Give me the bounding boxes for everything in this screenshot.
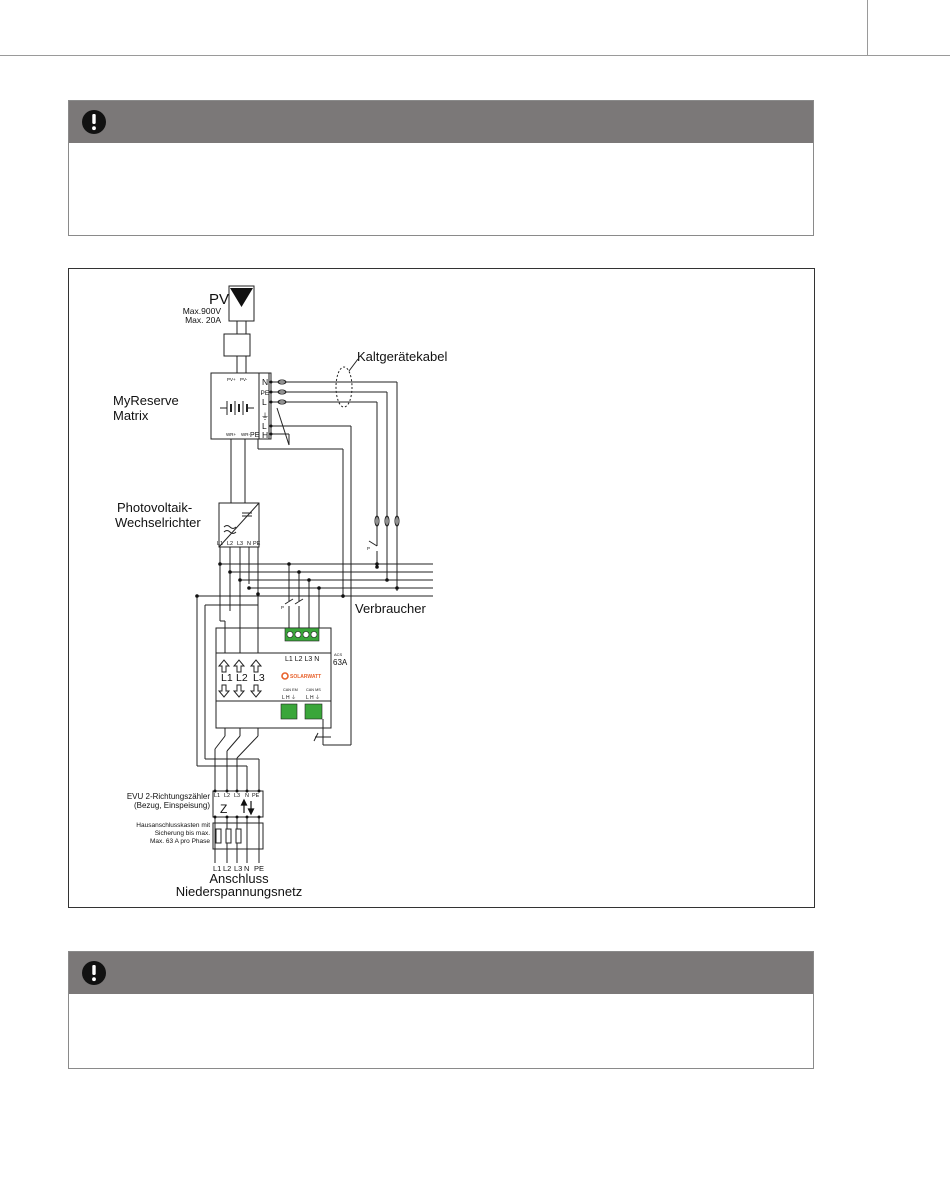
header-rule (0, 55, 950, 56)
pin-pv-minus: PV- (240, 377, 248, 382)
notice-box-top (68, 100, 814, 236)
wiring-diagram-frame: PV Max.900V Max. 20A MyReserve Matrix PV… (68, 268, 815, 908)
pin-wr-minus: WR- (241, 432, 250, 437)
can-em-pins: L H ⏚ (282, 694, 296, 701)
exclamation-circle-icon (82, 110, 106, 134)
pv-max-voltage: Max.900V (183, 306, 222, 316)
pin-pv-plus: PV+ (227, 377, 236, 382)
terminal-l2: L (262, 421, 267, 431)
terminal-h: H (262, 430, 268, 440)
evu-z: Z (220, 802, 227, 816)
inverter-port-l3: L3 (237, 541, 243, 547)
verbraucher-label: Verbraucher (355, 601, 426, 616)
exclamation-circle-icon (82, 961, 106, 985)
bidirectional-arrows-icon (240, 798, 255, 816)
notice-box-bottom (68, 951, 814, 1069)
bottom-port-n: N (244, 864, 249, 873)
anschluss-label-1: Anschluss (209, 871, 269, 886)
meter-phases: L1 L2 L3 N (285, 656, 319, 663)
bottom-port-l2: L2 (223, 864, 231, 873)
junction-dots (195, 380, 399, 819)
kaltgeraet-label: Kaltgerätekabel (357, 349, 447, 364)
notice-header (69, 952, 813, 994)
header-divider (867, 0, 868, 55)
terminal-pe: PE (261, 390, 270, 397)
meter-brand: SOLARWATT (290, 674, 321, 680)
haus-label-3: Max. 63 A pro Phase (150, 838, 210, 845)
pv-title: PV (209, 291, 229, 308)
meter-terminals (280, 627, 323, 720)
haus-label-1: Hausanschlusskasten mit (136, 822, 210, 829)
evu-port-pe: PE (252, 793, 260, 799)
inverter-port-l1: L1 (217, 541, 223, 547)
wiring-diagram: PV Max.900V Max. 20A MyReserve Matrix PV… (113, 285, 447, 899)
meter-l2: L2 (236, 672, 248, 684)
can-ms-label: CAN MS (306, 688, 321, 692)
solarwatt-logo (281, 672, 289, 680)
anschluss-label-2: Niederspannungsnetz (176, 884, 302, 899)
bottom-port-pe: PE (254, 864, 264, 873)
evu-port-n: N (245, 793, 249, 799)
inverter-label-1: Photovoltaik- (117, 500, 192, 515)
myreserve-label-2: Matrix (113, 408, 149, 423)
haus-label-2: Sicherung bis max. (155, 830, 210, 837)
bottom-port-l1: L1 (213, 864, 221, 873)
can-em-label: CAN EM (283, 688, 298, 692)
switch-label-consumer: P (367, 546, 370, 551)
meter-rating: 63A (333, 658, 348, 667)
switch-label-meter: P (281, 605, 284, 610)
inverter-port-l2: L2 (227, 541, 233, 547)
evu-label-1: EVU 2-Richtungszähler (127, 792, 210, 801)
pin-wr-plus: WR+ (226, 432, 236, 437)
pin-pe: PE (250, 432, 260, 439)
inverter-label-2: Wechselrichter (115, 515, 201, 530)
meter-l3: L3 (253, 672, 265, 684)
terminal-l: L (262, 397, 267, 407)
evu-port-l3: L3 (234, 793, 240, 799)
pv-max-current: Max. 20A (185, 315, 221, 325)
terminal-gnd-icon: ⏚ (261, 412, 269, 421)
inverter-port-n: N (247, 541, 251, 547)
notice-header (69, 101, 813, 143)
can-ms-pins: L H ⏚ (306, 694, 320, 701)
evu-port-l1: L1 (214, 793, 220, 799)
meter-rating-small: ACS (334, 652, 343, 657)
meter-l1: L1 (221, 672, 233, 684)
terminal-n: N (262, 377, 268, 387)
bottom-port-l3: L3 (234, 864, 242, 873)
evu-label-2: (Bezug, Einspeisung) (134, 801, 210, 810)
inverter-port-pe: PE (253, 541, 261, 547)
myreserve-label-1: MyReserve (113, 393, 179, 408)
evu-port-l2: L2 (224, 793, 230, 799)
